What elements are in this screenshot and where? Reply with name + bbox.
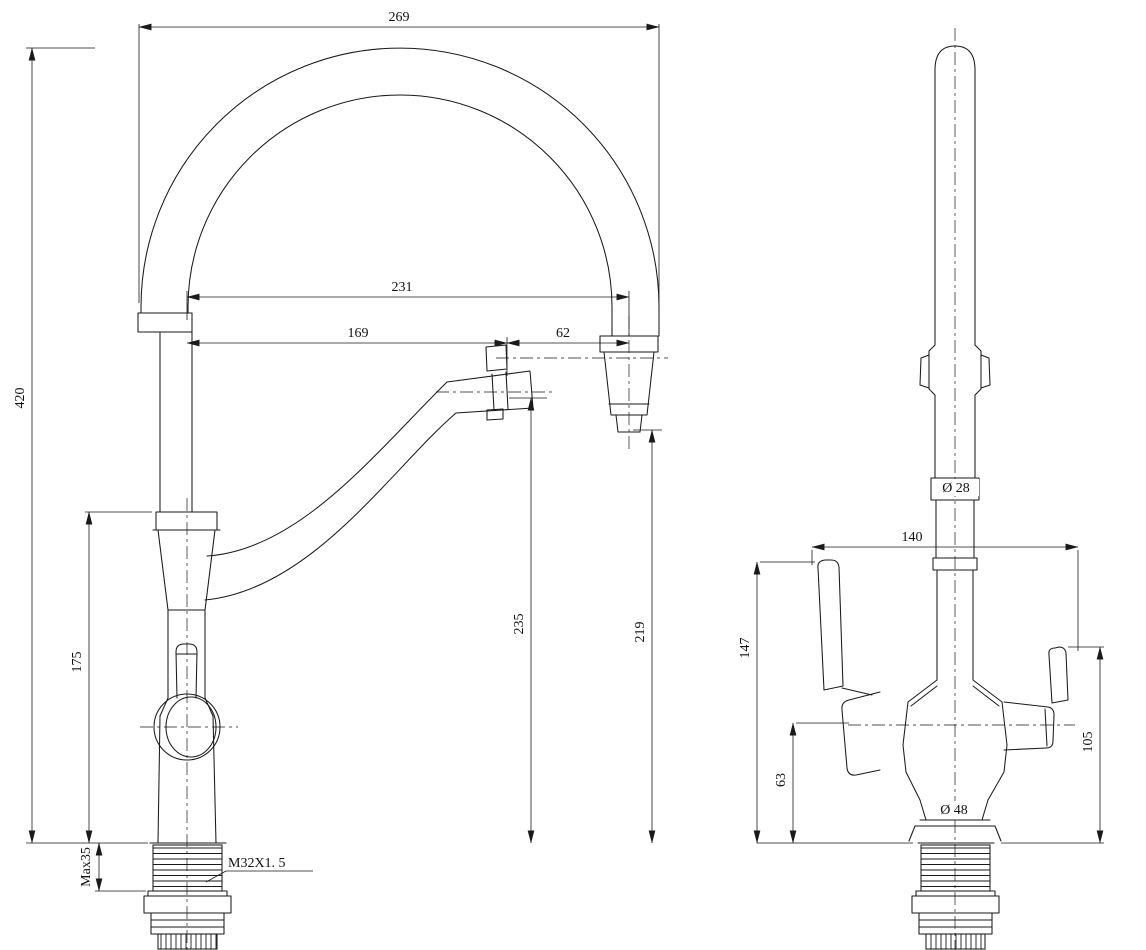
dim-overall-height-label: 420 [13, 388, 28, 409]
dim-max-deck-thickness-label: Max35 [79, 847, 94, 887]
dim-base-diameter-label: Ø 48 [940, 803, 968, 818]
front-dimensions: 269 420 231 169 62 235 219 [13, 10, 662, 892]
dim-body-height-label: 175 [70, 652, 85, 673]
dim-spray-tip-height-label: 219 [633, 622, 648, 643]
side-dimensions: Ø 28 Ø 48 140 147 63 105 [738, 479, 1104, 844]
front-view: 269 420 231 169 62 235 219 [13, 10, 668, 950]
side-view: Ø 28 Ø 48 140 147 63 105 [738, 28, 1104, 950]
dim-lever-height-label: 147 [738, 638, 753, 659]
front-centerlines [140, 316, 668, 950]
thread-spec-label: M32X1. 5 [228, 856, 286, 871]
side-faucet-outline [817, 45, 1069, 950]
dim-pipe-diameter-label: Ø 28 [942, 481, 970, 496]
dim-spout-width-label: 269 [389, 10, 410, 25]
dim-overall-reach-label: 231 [392, 280, 413, 295]
front-faucet-outline [137, 47, 660, 950]
dim-valve-height-label: 63 [774, 773, 789, 787]
dim-right-lever-height-label: 105 [1081, 732, 1096, 753]
dim-spray-offset-label: 62 [556, 326, 570, 341]
dim-spout-reach-label: 169 [348, 326, 369, 341]
dim-lever-span-label: 140 [902, 530, 923, 545]
dim-spout-tip-height-label: 235 [512, 614, 527, 635]
